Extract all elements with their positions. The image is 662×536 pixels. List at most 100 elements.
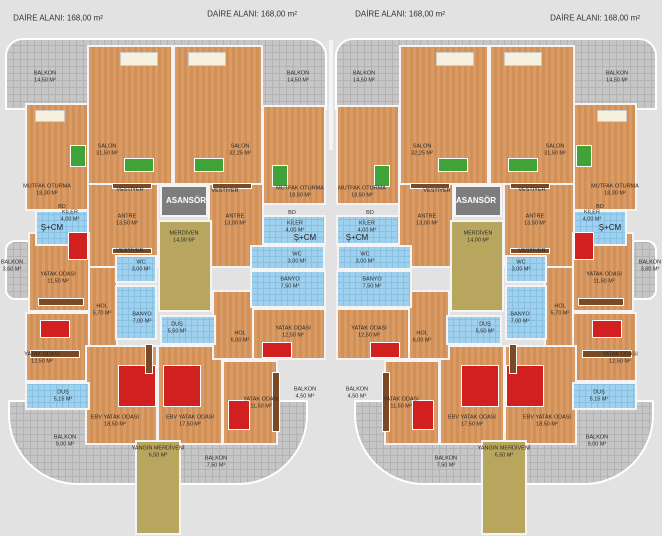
- room-area: 12,50 m²: [358, 332, 380, 338]
- apartment-area-title: DAİRE ALANI: 168,00 m²: [355, 9, 445, 19]
- wardrobe: [112, 248, 152, 254]
- room-area: 13,50 m²: [524, 220, 546, 226]
- room-name: YANGIN MERDİVENİ: [131, 445, 185, 452]
- room-area: 4,00 m²: [582, 216, 602, 222]
- room-name: YANGIN MERDİVENİ: [477, 445, 531, 452]
- room-area: 7,50 m²: [206, 462, 226, 468]
- room-name: VESTİYER: [518, 247, 546, 254]
- room-name: WC: [292, 251, 302, 258]
- room-name: BANYO: [280, 276, 300, 283]
- room-name: KİLER: [584, 209, 600, 216]
- room-name: KİLER: [359, 220, 375, 227]
- fire-escape-stair: [481, 440, 527, 535]
- room-name: YATAK ODASI: [586, 271, 622, 278]
- room-label-vestiyer1: VESTİYER: [116, 187, 143, 194]
- bed: [574, 232, 594, 260]
- hallway: [212, 290, 254, 360]
- wc-room: [505, 255, 547, 283]
- room-name: ASANSÖR: [455, 195, 497, 205]
- dining-table: [194, 158, 224, 172]
- fire-escape-stair: [135, 440, 181, 535]
- room-area: 5,70 m²: [92, 310, 112, 316]
- room-name: ASANSÖR: [165, 195, 207, 205]
- kitchen-room: [336, 105, 400, 205]
- elevator: [454, 185, 502, 217]
- room-area: 5,70 m²: [550, 310, 570, 316]
- wardrobe: [272, 372, 280, 432]
- room-area: 3,00 m²: [131, 266, 151, 272]
- room-area: 3,60 m²: [2, 266, 22, 272]
- room-area: 7,00 m²: [510, 318, 530, 324]
- room-area: 12,50 m²: [31, 358, 53, 364]
- room-name: WC: [136, 259, 146, 266]
- room-label-wc: WC3,00 m²: [512, 260, 531, 273]
- room-area: 6,50 m²: [494, 452, 514, 458]
- room-name: YATAK ODASI: [40, 271, 76, 278]
- living-room: [173, 45, 263, 185]
- room-name: Ş+CM: [345, 232, 369, 242]
- room-name: VESTİYER: [518, 186, 546, 193]
- room-name: YATAK ODASI: [24, 351, 60, 358]
- room-name: MUTFAK OTURMA: [276, 185, 324, 192]
- room-area: 18,30 m²: [604, 190, 626, 196]
- kitchen-table: [70, 145, 86, 167]
- room-area: 31,50 m²: [96, 150, 118, 156]
- room-area: 18,50 m²: [536, 421, 558, 427]
- room-name: DUŞ: [171, 321, 183, 328]
- room-area: 7,50 m²: [362, 283, 382, 289]
- bathroom: [505, 285, 547, 340]
- wardrobe: [30, 350, 80, 358]
- room-name: ANTRE: [117, 213, 137, 220]
- elevator: [160, 185, 208, 217]
- room-name: BALKON: [204, 455, 228, 462]
- room-name: SALON: [545, 143, 565, 150]
- room-area: 4,00 m²: [285, 227, 305, 233]
- room-name: BALKON: [605, 70, 629, 77]
- wardrobe: [382, 372, 390, 432]
- room-area: 3,60 m²: [640, 266, 660, 272]
- wardrobe: [112, 183, 152, 189]
- room-label-scm: Ş+CM: [41, 224, 63, 232]
- room-name: HOL: [96, 303, 108, 310]
- room-name: BD: [366, 209, 374, 216]
- room-area: 11,50 m²: [47, 278, 69, 284]
- pantry: [336, 215, 400, 245]
- sofa: [188, 52, 226, 66]
- room-area: 17,50 m²: [461, 421, 483, 427]
- kitchen-table: [576, 145, 592, 167]
- room-label-vestiyer2: VESTİYER: [518, 248, 545, 255]
- room-name: BD: [288, 209, 296, 216]
- room-area: 4,50 m²: [295, 393, 315, 399]
- room-area: 14,50 m²: [34, 77, 56, 83]
- room-area: 5,50 m²: [475, 328, 495, 334]
- room-name: DUŞ: [593, 389, 605, 396]
- bed: [412, 400, 434, 430]
- bed: [228, 400, 250, 430]
- room-area: 18,50 m²: [289, 192, 311, 198]
- pantry: [262, 215, 326, 245]
